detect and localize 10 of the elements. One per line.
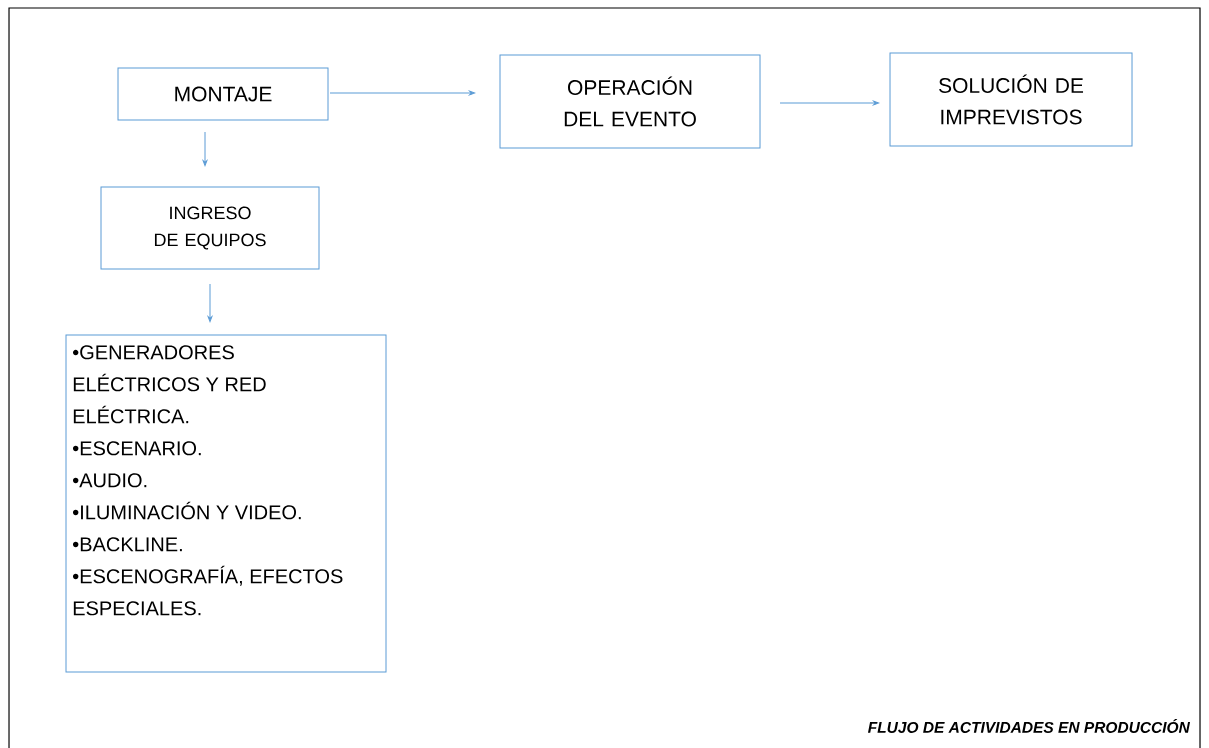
process-box: SOLUCIÓN DE IMPREVISTOS: [889, 52, 1133, 147]
arrow: [779, 100, 880, 106]
arrow: [207, 283, 213, 323]
arrow: [202, 131, 208, 167]
process-box: INGRESO DE EQUIPOS: [100, 186, 320, 270]
caption: FLUJO DE ACTIVIDADES EN PRODUCCIÓN: [868, 719, 1191, 733]
process-box: OPERACIÓN DEL EVENTO: [499, 54, 761, 149]
list-box: •GENERADORES ELÉCTRICOS Y RED ELÉCTRICA. •ESCENARIO. •AUDIO. •ILUMINACIÓN Y VIDEO. •BACKLINE. •ESCENOGRAFÍA, EFECTOS ESPECIALES.: [65, 334, 387, 673]
process-box: MONTAJE: [117, 67, 329, 121]
arrow: [329, 90, 476, 96]
